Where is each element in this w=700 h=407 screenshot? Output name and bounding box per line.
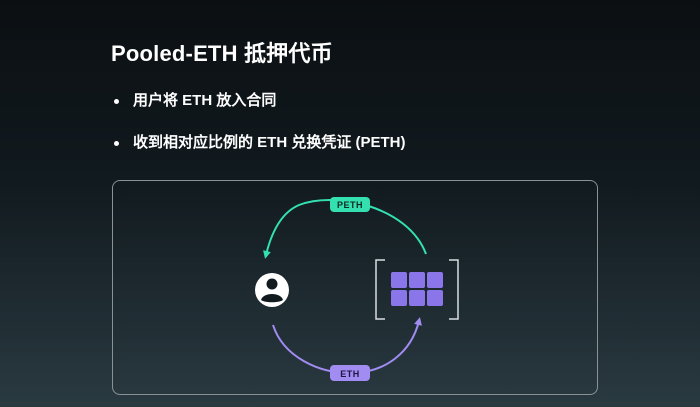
bullet-text: 用户将 ETH 放入合同 [133,92,277,109]
bullet-item: 用户将 ETH 放入合同 [111,91,406,111]
peth-flow-arrow [263,198,427,259]
slide-title: Pooled-ETH 抵押代币 [111,41,333,66]
bullet-item: 收到相对应比例的 ETH 兑换凭证 (PETH) [111,133,406,153]
eth-pill: ETH [330,365,370,381]
pool-grid-icon [391,272,443,306]
pool-bracket [375,259,459,320]
exchange-diagram-canvas: PETH ETH [255,197,459,381]
peth-pill: PETH [330,197,370,212]
eth-pill-label: ETH [340,369,360,379]
exchange-diagram: PETH ETH [112,180,598,395]
user-circle-icon [255,273,289,307]
peth-pill-label: PETH [337,200,363,210]
bullet-list: 用户将 ETH 放入合同 收到相对应比例的 ETH 兑换凭证 (PETH) [111,91,406,175]
bullet-dot-icon [114,99,119,104]
bullet-text: 收到相对应比例的 ETH 兑换凭证 (PETH) [133,134,406,151]
bullet-dot-icon [114,141,119,146]
